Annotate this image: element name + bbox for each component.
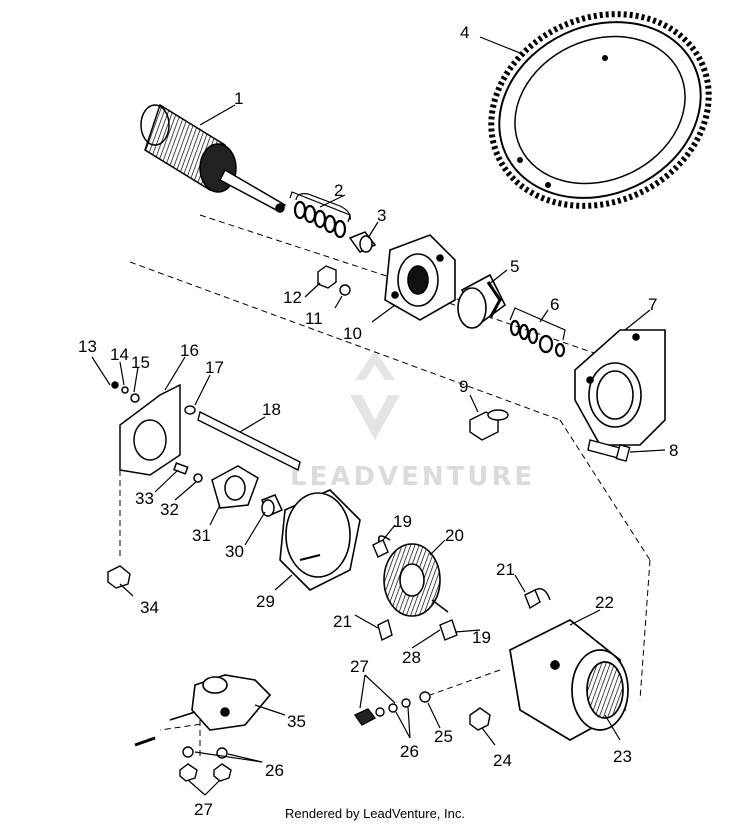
footer-credit: Rendered by LeadVenture, Inc. xyxy=(285,806,465,821)
callout-20: 20 xyxy=(445,526,464,545)
callout-30: 30 xyxy=(225,542,244,561)
bottom-nuts xyxy=(179,746,232,782)
callout-13: 13 xyxy=(78,337,97,356)
callout-14: 14 xyxy=(110,345,129,364)
drive-end-plate xyxy=(384,234,456,321)
terminal-hardware xyxy=(353,691,491,731)
armature xyxy=(140,103,287,213)
callout-21: 21 xyxy=(496,560,515,579)
brush-19-lower xyxy=(439,619,458,641)
spring xyxy=(293,193,351,239)
callout-26: 26 xyxy=(400,742,419,761)
mounting-bracket xyxy=(574,329,666,446)
commutator-end-plate xyxy=(111,381,181,476)
callout-3: 3 xyxy=(377,206,386,225)
ring-gear xyxy=(488,11,712,209)
leader-lines xyxy=(91,36,666,796)
callout-1: 1 xyxy=(234,89,243,108)
callout-7: 7 xyxy=(648,295,657,314)
callout-5: 5 xyxy=(510,257,519,276)
callout-8: 8 xyxy=(669,441,678,460)
callout-12: 12 xyxy=(283,288,302,307)
callout-35: 35 xyxy=(287,712,306,731)
callout-22: 22 xyxy=(595,593,614,612)
bolt-34 xyxy=(107,565,131,589)
callout-17: 17 xyxy=(205,358,224,377)
brush-21 xyxy=(377,618,393,642)
bolt-9 xyxy=(469,409,509,441)
callout-28: 28 xyxy=(402,648,421,667)
brush-21-lead xyxy=(524,588,551,610)
callout-10: 10 xyxy=(343,324,362,343)
pinion-gear xyxy=(457,273,507,329)
callout-labels: 1 2 3 4 5 6 7 8 9 10 11 12 13 14 15 16 1… xyxy=(78,23,678,819)
frame-housing xyxy=(279,489,361,591)
callout-21-lower: 21 xyxy=(333,612,352,631)
callout-26-bottom: 26 xyxy=(265,761,284,780)
watermark: LEADVENTURE xyxy=(290,350,535,492)
callout-33: 33 xyxy=(135,489,154,508)
callout-31: 31 xyxy=(192,526,211,545)
callout-11: 11 xyxy=(305,309,323,328)
callout-16: 16 xyxy=(180,341,199,360)
through-bolt xyxy=(184,405,301,472)
callout-19: 19 xyxy=(393,512,412,531)
callout-4: 4 xyxy=(460,23,469,42)
callout-29: 29 xyxy=(256,592,275,611)
brush-plate xyxy=(377,535,449,617)
callout-32: 32 xyxy=(160,500,179,519)
callout-27-bottom: 27 xyxy=(194,800,213,819)
callout-23: 23 xyxy=(613,747,632,766)
watermark-text: LEADVENTURE xyxy=(290,462,535,492)
callout-27: 27 xyxy=(350,657,369,676)
callout-9: 9 xyxy=(459,377,468,396)
callout-6: 6 xyxy=(550,295,559,314)
callout-18: 18 xyxy=(262,400,281,419)
drive-spring xyxy=(509,319,566,358)
callout-2: 2 xyxy=(334,181,343,200)
callout-25: 25 xyxy=(434,727,453,746)
callout-24: 24 xyxy=(493,751,512,770)
callout-15: 15 xyxy=(131,353,150,372)
brush-holder-small xyxy=(173,462,259,509)
callout-19-lower: 19 xyxy=(472,628,491,647)
brush-19-upper xyxy=(372,539,389,558)
field-housing xyxy=(509,618,629,741)
solenoid xyxy=(134,674,272,747)
bushing xyxy=(348,231,377,253)
callout-34: 34 xyxy=(140,598,159,617)
nut-and-washer xyxy=(317,265,351,296)
bolt-8 xyxy=(587,439,631,462)
